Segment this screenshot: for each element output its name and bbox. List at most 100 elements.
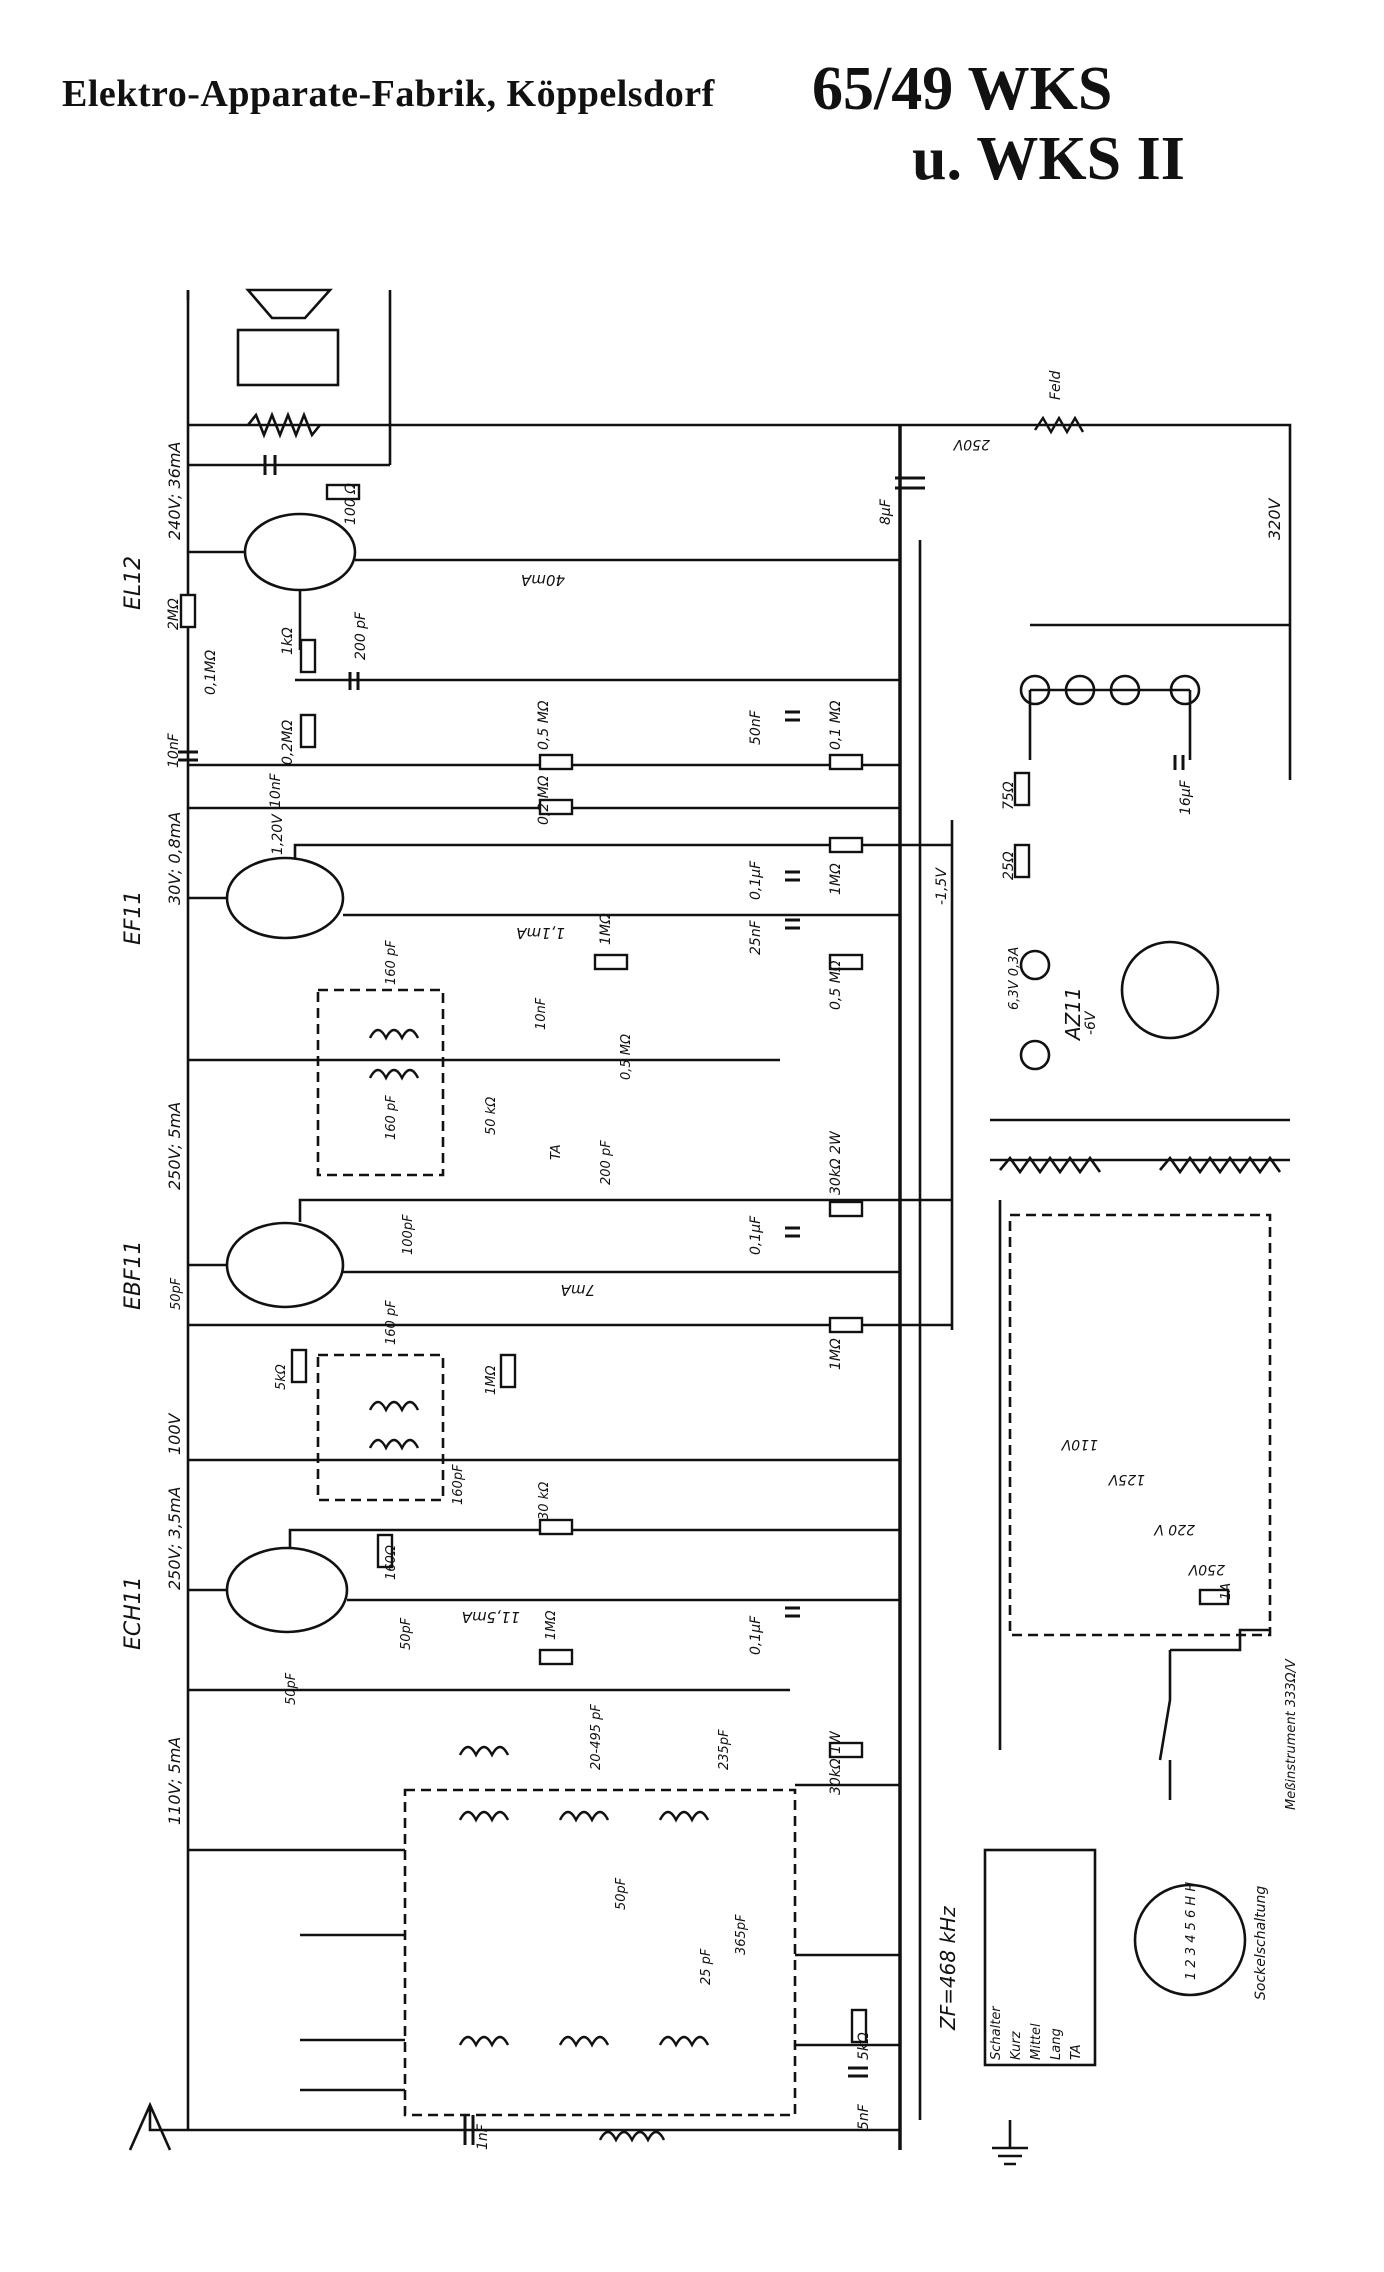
label-ef11-supply: 30V; 0,8mA: [165, 812, 184, 905]
label-if-freq: ZF=468 kHz: [936, 1906, 960, 2031]
label-1-1ma: 1,1mA: [516, 924, 565, 942]
label-1m-c: 1MΩ: [484, 1366, 499, 1395]
label-25ohm: 25Ω: [1001, 851, 1017, 880]
label-200pf: 200 pF: [353, 611, 369, 660]
resistor-100ohm: [325, 483, 361, 501]
label-02m-b: 0,2 MΩ: [536, 775, 552, 825]
label-10nf-b: 10nF: [268, 772, 284, 808]
power-transformer-core: [990, 1118, 1290, 1162]
cap-01uf-c: [785, 1606, 800, 1618]
label-ech11: ECH11: [121, 1576, 146, 1650]
antenna-choke: [598, 2130, 666, 2143]
resistor-02m-b: [538, 798, 574, 816]
label-1m-e: 1MΩ: [544, 1611, 559, 1640]
label-ebf11: EBF11: [121, 1240, 146, 1310]
coil-unit: [403, 1788, 797, 2117]
socket-diagram: [1133, 1883, 1247, 1997]
ground-icon: [992, 2120, 1028, 2166]
label-ebf11-supply: 250V; 5mA: [165, 1102, 184, 1190]
ech11-tube: [225, 1546, 349, 1634]
ebf11-tube: [225, 1221, 345, 1309]
switch-table-header: Schalter: [989, 2005, 1004, 2060]
label-365pf: 365pF: [734, 1914, 749, 1955]
cap-01uf-b: [785, 1226, 800, 1238]
label-ef11: EF11: [121, 890, 146, 945]
if1-secondary: [368, 1068, 420, 1081]
label-05m-a: 0,5 MΩ: [536, 700, 552, 750]
mains-winding: [999, 1155, 1282, 1175]
label-ta: TA: [549, 1144, 564, 1160]
label-100ohm: 100 Ω: [343, 483, 359, 525]
resistor-1m: [828, 836, 864, 854]
label-160pf-a: 160 pF: [384, 940, 399, 985]
label-7ma: 7mA: [561, 1281, 595, 1299]
label-50pf-c: 50pF: [284, 1672, 299, 1705]
ant-coil-1: [458, 2035, 510, 2048]
if-transformer-2: [316, 1353, 445, 1502]
label-01uf-b: 0,1µF: [748, 1215, 764, 1255]
cap-50nf: [785, 710, 800, 722]
resistor-05m: [538, 753, 574, 771]
osc-coil-4: [658, 1810, 710, 1823]
label-field: Feld: [1048, 370, 1064, 400]
model-number: 65/49 WKS: [812, 55, 1113, 123]
ant-coil-3: [658, 2035, 710, 2048]
label-160pf-d: 160pF: [451, 1464, 466, 1505]
label-50pf-a: 50pF: [169, 1277, 184, 1310]
label-50pf-d: 50pF: [614, 1877, 629, 1910]
label-100pf: 100pF: [401, 1214, 416, 1255]
label-02m-a: 0,2MΩ: [280, 720, 296, 765]
label-1k: 1kΩ: [280, 627, 296, 655]
label-160pf-b: 160 pF: [384, 1095, 399, 1140]
label-az11: AZ11: [1061, 987, 1085, 1042]
output-transformer-winding: [246, 411, 322, 439]
label-50nf: 50nF: [748, 709, 764, 745]
resistor-1k: [299, 638, 317, 674]
label-10nf-a: 10nF: [166, 732, 182, 768]
label-1m-a: 1MΩ: [828, 863, 844, 895]
pilot-lamp-4: [1169, 674, 1201, 706]
switch-table-frame: [983, 1848, 1097, 2067]
speaker-icon: [245, 288, 333, 320]
resistor-01m: [828, 753, 864, 771]
label-socket: Sockelschaltung: [1253, 1886, 1269, 2000]
coils: [368, 415, 1085, 2143]
b-plus-line: [188, 423, 1292, 780]
pilot-lamp-1: [1019, 674, 1051, 706]
label-250v-field: 250V: [952, 436, 990, 452]
label-01uf-c: 0,1µF: [748, 1615, 764, 1655]
components: [179, 483, 1230, 2044]
label-5k: 5kΩ: [274, 1364, 289, 1390]
resistor-160: [376, 1533, 394, 1569]
label-2m: 2MΩ: [166, 598, 182, 630]
label-75ohm: 75Ω: [1001, 781, 1017, 810]
switch-row-lang: Lang: [1049, 2028, 1064, 2060]
pilot-lamp-3: [1109, 674, 1141, 706]
label-ech11-supply-a: 250V; 3,5mA: [165, 1486, 184, 1590]
el12-tube: [243, 512, 357, 592]
label-1m-d: 1MΩ: [828, 1338, 844, 1370]
cap-200pf: [348, 672, 360, 690]
label-200pf-b: 200 pF: [599, 1140, 614, 1185]
label-minus-6v: -6V: [1083, 1010, 1099, 1035]
model-variant: u. WKS II: [912, 125, 1185, 193]
antenna-icon: [128, 2101, 900, 2151]
resistor-5k: [290, 1348, 308, 1384]
label-01uf-a: 0,1µF: [748, 860, 764, 900]
ef11-tube: [225, 856, 345, 940]
label-el12-supply: 240V; 36mA: [165, 442, 184, 540]
label-16uf: 16µF: [1178, 779, 1194, 815]
resistor-75: [1013, 771, 1031, 807]
resistor-5k-b: [850, 2008, 868, 2044]
resistor-05m-b: [828, 953, 864, 971]
cap-16uf: [1173, 755, 1185, 770]
label-5k-b: 5kΩ: [856, 2032, 872, 2060]
osc-coil-1: [458, 1745, 510, 1758]
label-05m-b: 0,5 MΩ: [828, 960, 844, 1010]
label-125v: 125V: [1107, 1471, 1145, 1487]
label-250v: 250V: [1187, 1561, 1225, 1577]
resistor-25: [1013, 843, 1031, 879]
switch-row-mittel: Mittel: [1029, 2023, 1044, 2060]
label-1m-b: 1MΩ: [598, 913, 614, 945]
